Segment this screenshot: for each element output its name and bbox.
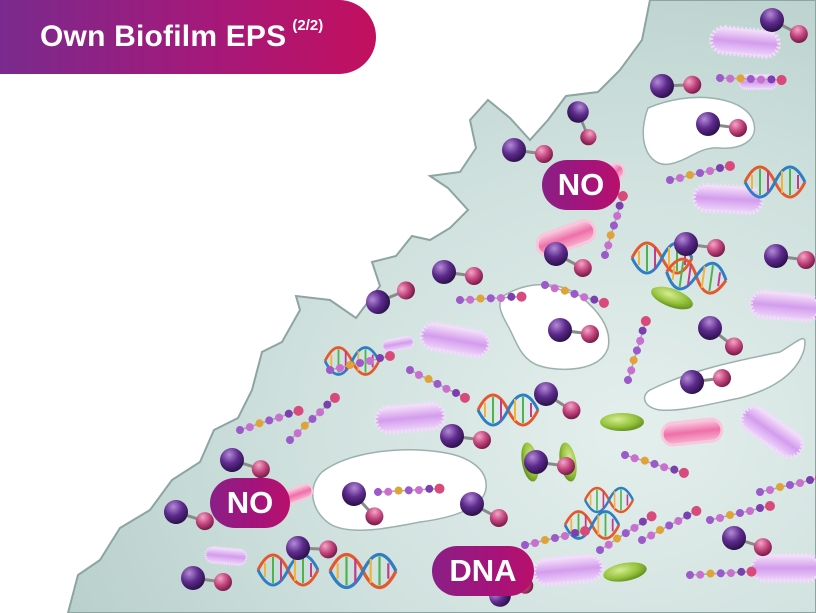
pink-bacterium: [659, 416, 725, 448]
lilac-bacterium: [750, 553, 816, 583]
page-title: Own Biofilm EPS: [40, 20, 287, 53]
page-title-part: (2/2): [292, 16, 324, 34]
no-label: NO: [542, 160, 620, 210]
green-particle: [600, 413, 644, 431]
no-label: NO: [210, 478, 290, 528]
title-banner: Own Biofilm EPS (2/2): [0, 0, 376, 74]
dna-label: DNA: [432, 546, 534, 596]
biofilm-matrix: [66, 0, 816, 613]
